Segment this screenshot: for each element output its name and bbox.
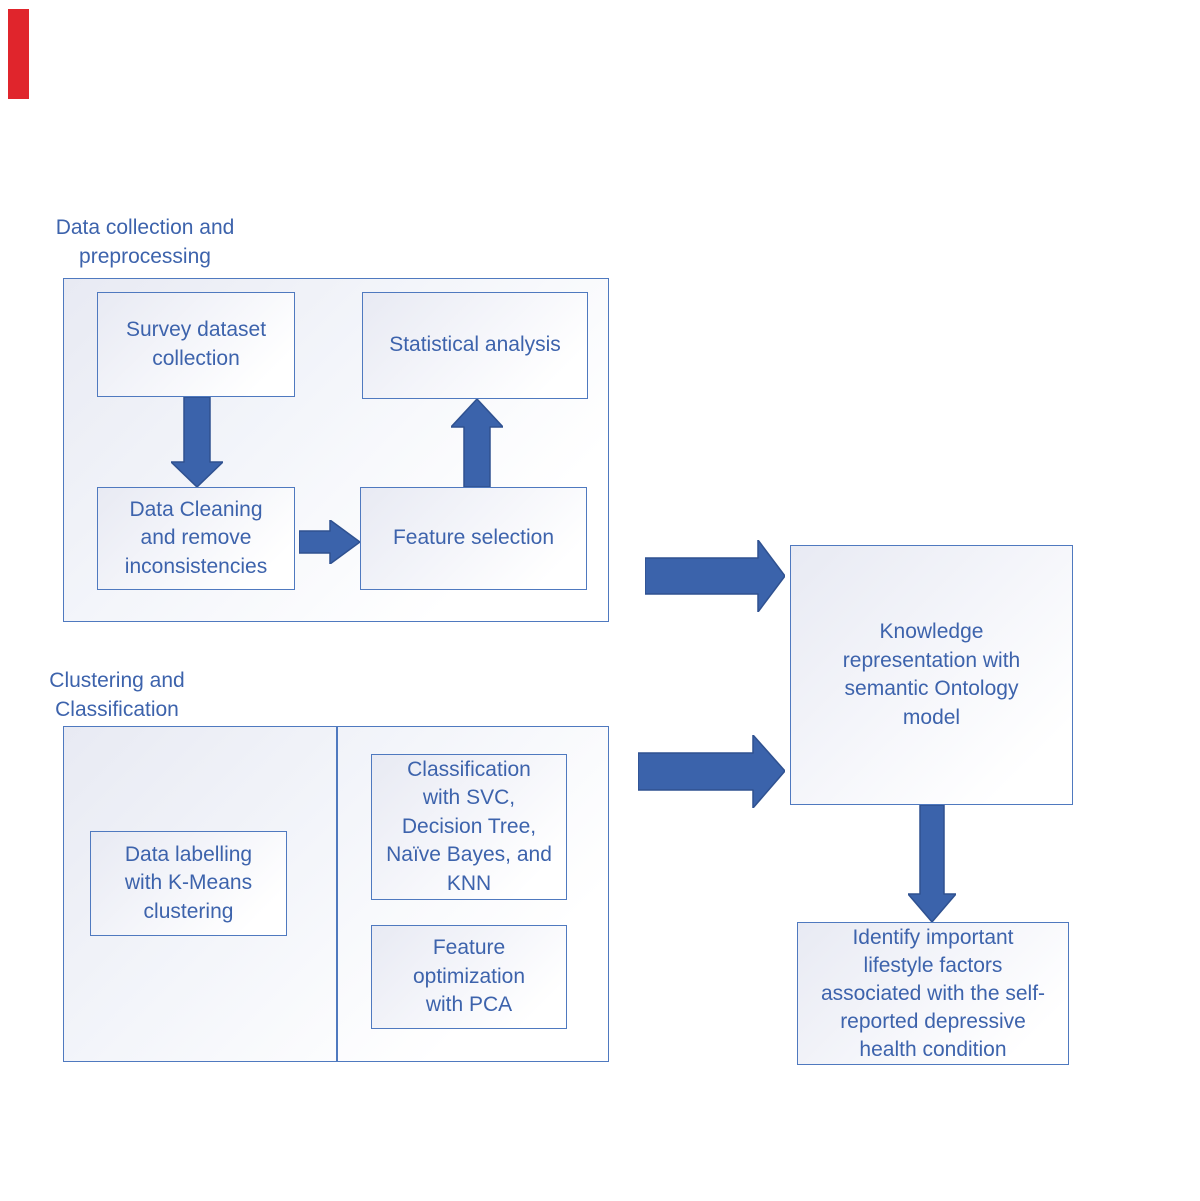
arrow-up-icon	[451, 399, 503, 487]
classification-box: Classification with SVC, Decision Tree, …	[371, 754, 567, 900]
arrow-right-lower-shape	[638, 735, 785, 808]
classification-label: Classification with SVC, Decision Tree, …	[386, 757, 552, 895]
pca-box: Feature optimization with PCA	[371, 925, 567, 1029]
arrow-down-shape	[171, 397, 223, 487]
statistical-analysis-label: Statistical analysis	[389, 333, 561, 357]
survey-dataset-box: Survey dataset collection	[97, 292, 295, 397]
section1-label: Data collection and preprocessing	[55, 216, 235, 268]
statistical-analysis-box: Statistical analysis	[362, 292, 588, 399]
arrow-right-upper-icon	[645, 540, 785, 612]
survey-dataset-label: Survey dataset collection	[125, 318, 267, 370]
arrow-right-small-icon	[299, 520, 360, 564]
data-labelling-box: Data labelling with K-Means clustering	[90, 831, 287, 936]
arrow-right-upper-shape	[645, 540, 785, 612]
arrow-down-icon	[171, 397, 223, 487]
data-labelling-label: Data labelling with K-Means clustering	[124, 842, 253, 923]
identify-factors-box: Identify important lifestyle factors ass…	[797, 922, 1069, 1065]
identify-factors-label: Identify important lifestyle factors ass…	[820, 925, 1046, 1061]
red-marker	[8, 9, 29, 99]
arrow-right-small-shape	[299, 520, 360, 564]
pca-label: Feature optimization with PCA	[412, 936, 526, 1017]
feature-selection-box: Feature selection	[360, 487, 587, 590]
arrow-right-lower-icon	[638, 735, 785, 808]
clustering-container-divider	[336, 726, 338, 1062]
knowledge-representation-box: Knowledge representation with semantic O…	[790, 545, 1073, 805]
data-cleaning-box: Data Cleaning and remove inconsistencies	[97, 487, 295, 590]
feature-selection-label: Feature selection	[392, 526, 555, 550]
arrow-down-output-icon	[908, 805, 956, 922]
arrow-down-output-shape	[908, 805, 956, 922]
data-cleaning-label: Data Cleaning and remove inconsistencies	[124, 497, 268, 578]
knowledge-representation-label: Knowledge representation with semantic O…	[842, 620, 1021, 729]
arrow-up-shape	[451, 399, 503, 487]
section2-label: Clustering and Classification	[49, 669, 185, 721]
